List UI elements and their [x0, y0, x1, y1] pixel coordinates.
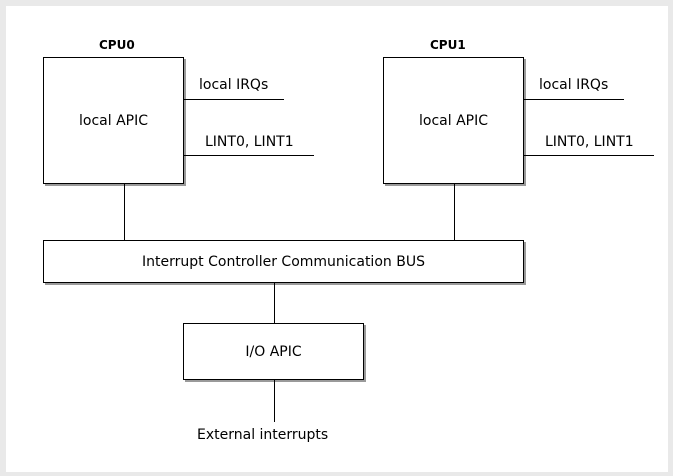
- cpu1-local-apic-box: local APIC: [383, 57, 524, 184]
- external-interrupts-connector: [274, 380, 275, 422]
- apic-diagram: CPU0 local APIC local IRQs LINT0, LINT1 …: [6, 6, 668, 472]
- cpu1-local-irqs-line: [524, 99, 624, 100]
- cpu1-lint-line: [524, 155, 654, 156]
- cpu0-lint-label: LINT0, LINT1: [205, 134, 294, 150]
- cpu1-bus-connector: [454, 184, 455, 240]
- cpu1-local-apic-label: local APIC: [419, 112, 488, 129]
- cpu0-local-apic-label: local APIC: [79, 112, 148, 129]
- bus-ioapic-connector: [274, 283, 275, 323]
- cpu0-local-apic-box: local APIC: [43, 57, 184, 184]
- icc-bus-box: Interrupt Controller Communication BUS: [43, 240, 524, 283]
- cpu0-lint-line: [184, 155, 314, 156]
- io-apic-box: I/O APIC: [183, 323, 364, 380]
- cpu1-local-irqs-label: local IRQs: [539, 77, 609, 93]
- cpu0-local-irqs-line: [184, 99, 284, 100]
- cpu1-lint-label: LINT0, LINT1: [545, 134, 634, 150]
- cpu0-title: CPU0: [99, 38, 135, 52]
- cpu1-title: CPU1: [430, 38, 466, 52]
- io-apic-label: I/O APIC: [245, 343, 302, 360]
- icc-bus-label: Interrupt Controller Communication BUS: [142, 253, 425, 270]
- cpu0-local-irqs-label: local IRQs: [199, 77, 269, 93]
- external-interrupts-label: External interrupts: [197, 427, 329, 443]
- cpu0-bus-connector: [124, 184, 125, 240]
